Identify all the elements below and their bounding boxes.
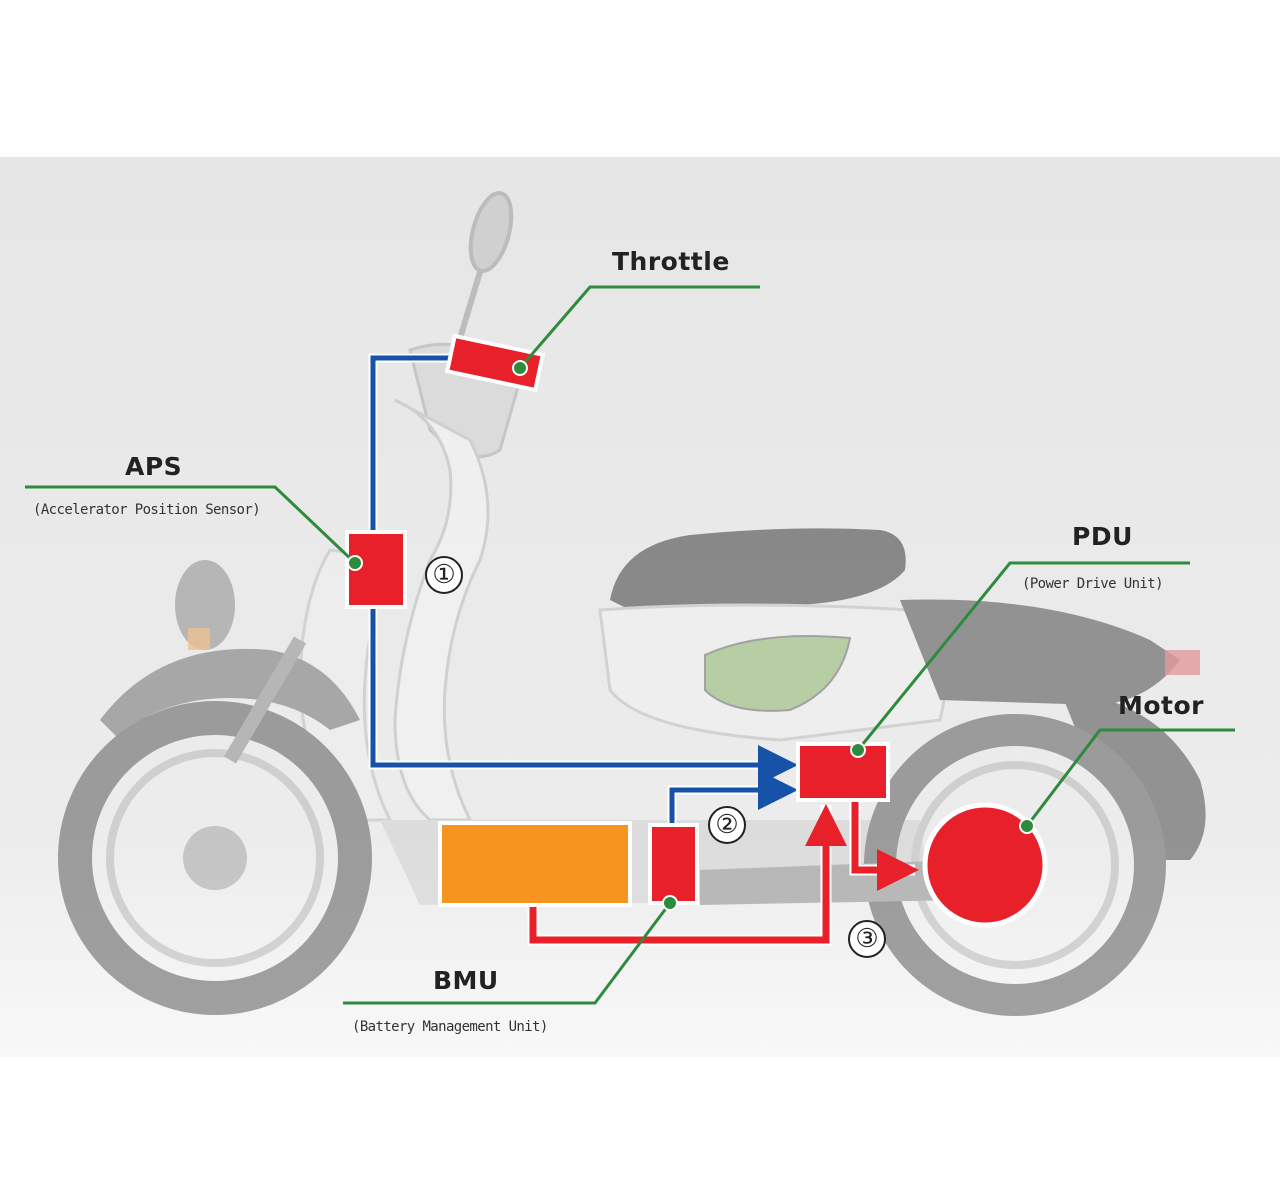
step-marker-1: ① (425, 556, 463, 594)
front-fork (223, 636, 307, 764)
pdu-unit (796, 742, 890, 802)
headlight (175, 560, 235, 650)
components (345, 333, 1048, 928)
bmu-sublabel: (Battery Management Unit) (352, 1019, 548, 1035)
leader-lines (25, 285, 1235, 1005)
seat (610, 528, 906, 615)
power-pdu-motor (851, 798, 919, 891)
leader-motor (1025, 728, 1235, 827)
front-fender (100, 648, 360, 740)
signal-bmu-pdu (669, 770, 798, 828)
dot-bmu (662, 895, 678, 911)
dot-throttle (512, 360, 528, 376)
motor-label: Motor (1118, 691, 1205, 720)
throttle-label: Throttle (612, 247, 730, 276)
aps-sublabel: (Accelerator Position Sensor) (33, 502, 261, 518)
throttle-unit (444, 333, 546, 393)
front-wheel-hub (183, 826, 247, 890)
eco-panel (704, 635, 852, 712)
front-wheel-rim (106, 749, 324, 967)
leader-bmu (343, 902, 672, 1005)
dot-aps (347, 555, 363, 571)
leader-aps (25, 485, 357, 565)
pdu-sublabel: (Power Drive Unit) (1022, 576, 1164, 592)
leader-throttle (518, 285, 760, 369)
dot-motor (1019, 818, 1035, 834)
leader-dots (347, 360, 1035, 911)
pdu-label: PDU (1072, 522, 1133, 551)
aps-label: APS (125, 452, 183, 481)
motor-unit (922, 802, 1048, 928)
step-marker-3: ③ (848, 920, 886, 958)
rear-rack (900, 599, 1180, 705)
bmu-label: BMU (433, 966, 499, 995)
tail-light (1165, 650, 1200, 675)
power-lines (527, 798, 919, 946)
bmu-unit (648, 823, 699, 905)
battery-pack (438, 821, 632, 907)
turn-signal-front (188, 628, 210, 650)
dot-pdu (850, 742, 866, 758)
front-wheel-tire (58, 701, 372, 1015)
step-marker-2: ② (708, 806, 746, 844)
mirror-stem (455, 271, 483, 346)
leader-pdu (856, 561, 1190, 751)
front-body (393, 398, 490, 822)
mirror (468, 191, 514, 273)
power-battery-pdu (529, 804, 847, 944)
